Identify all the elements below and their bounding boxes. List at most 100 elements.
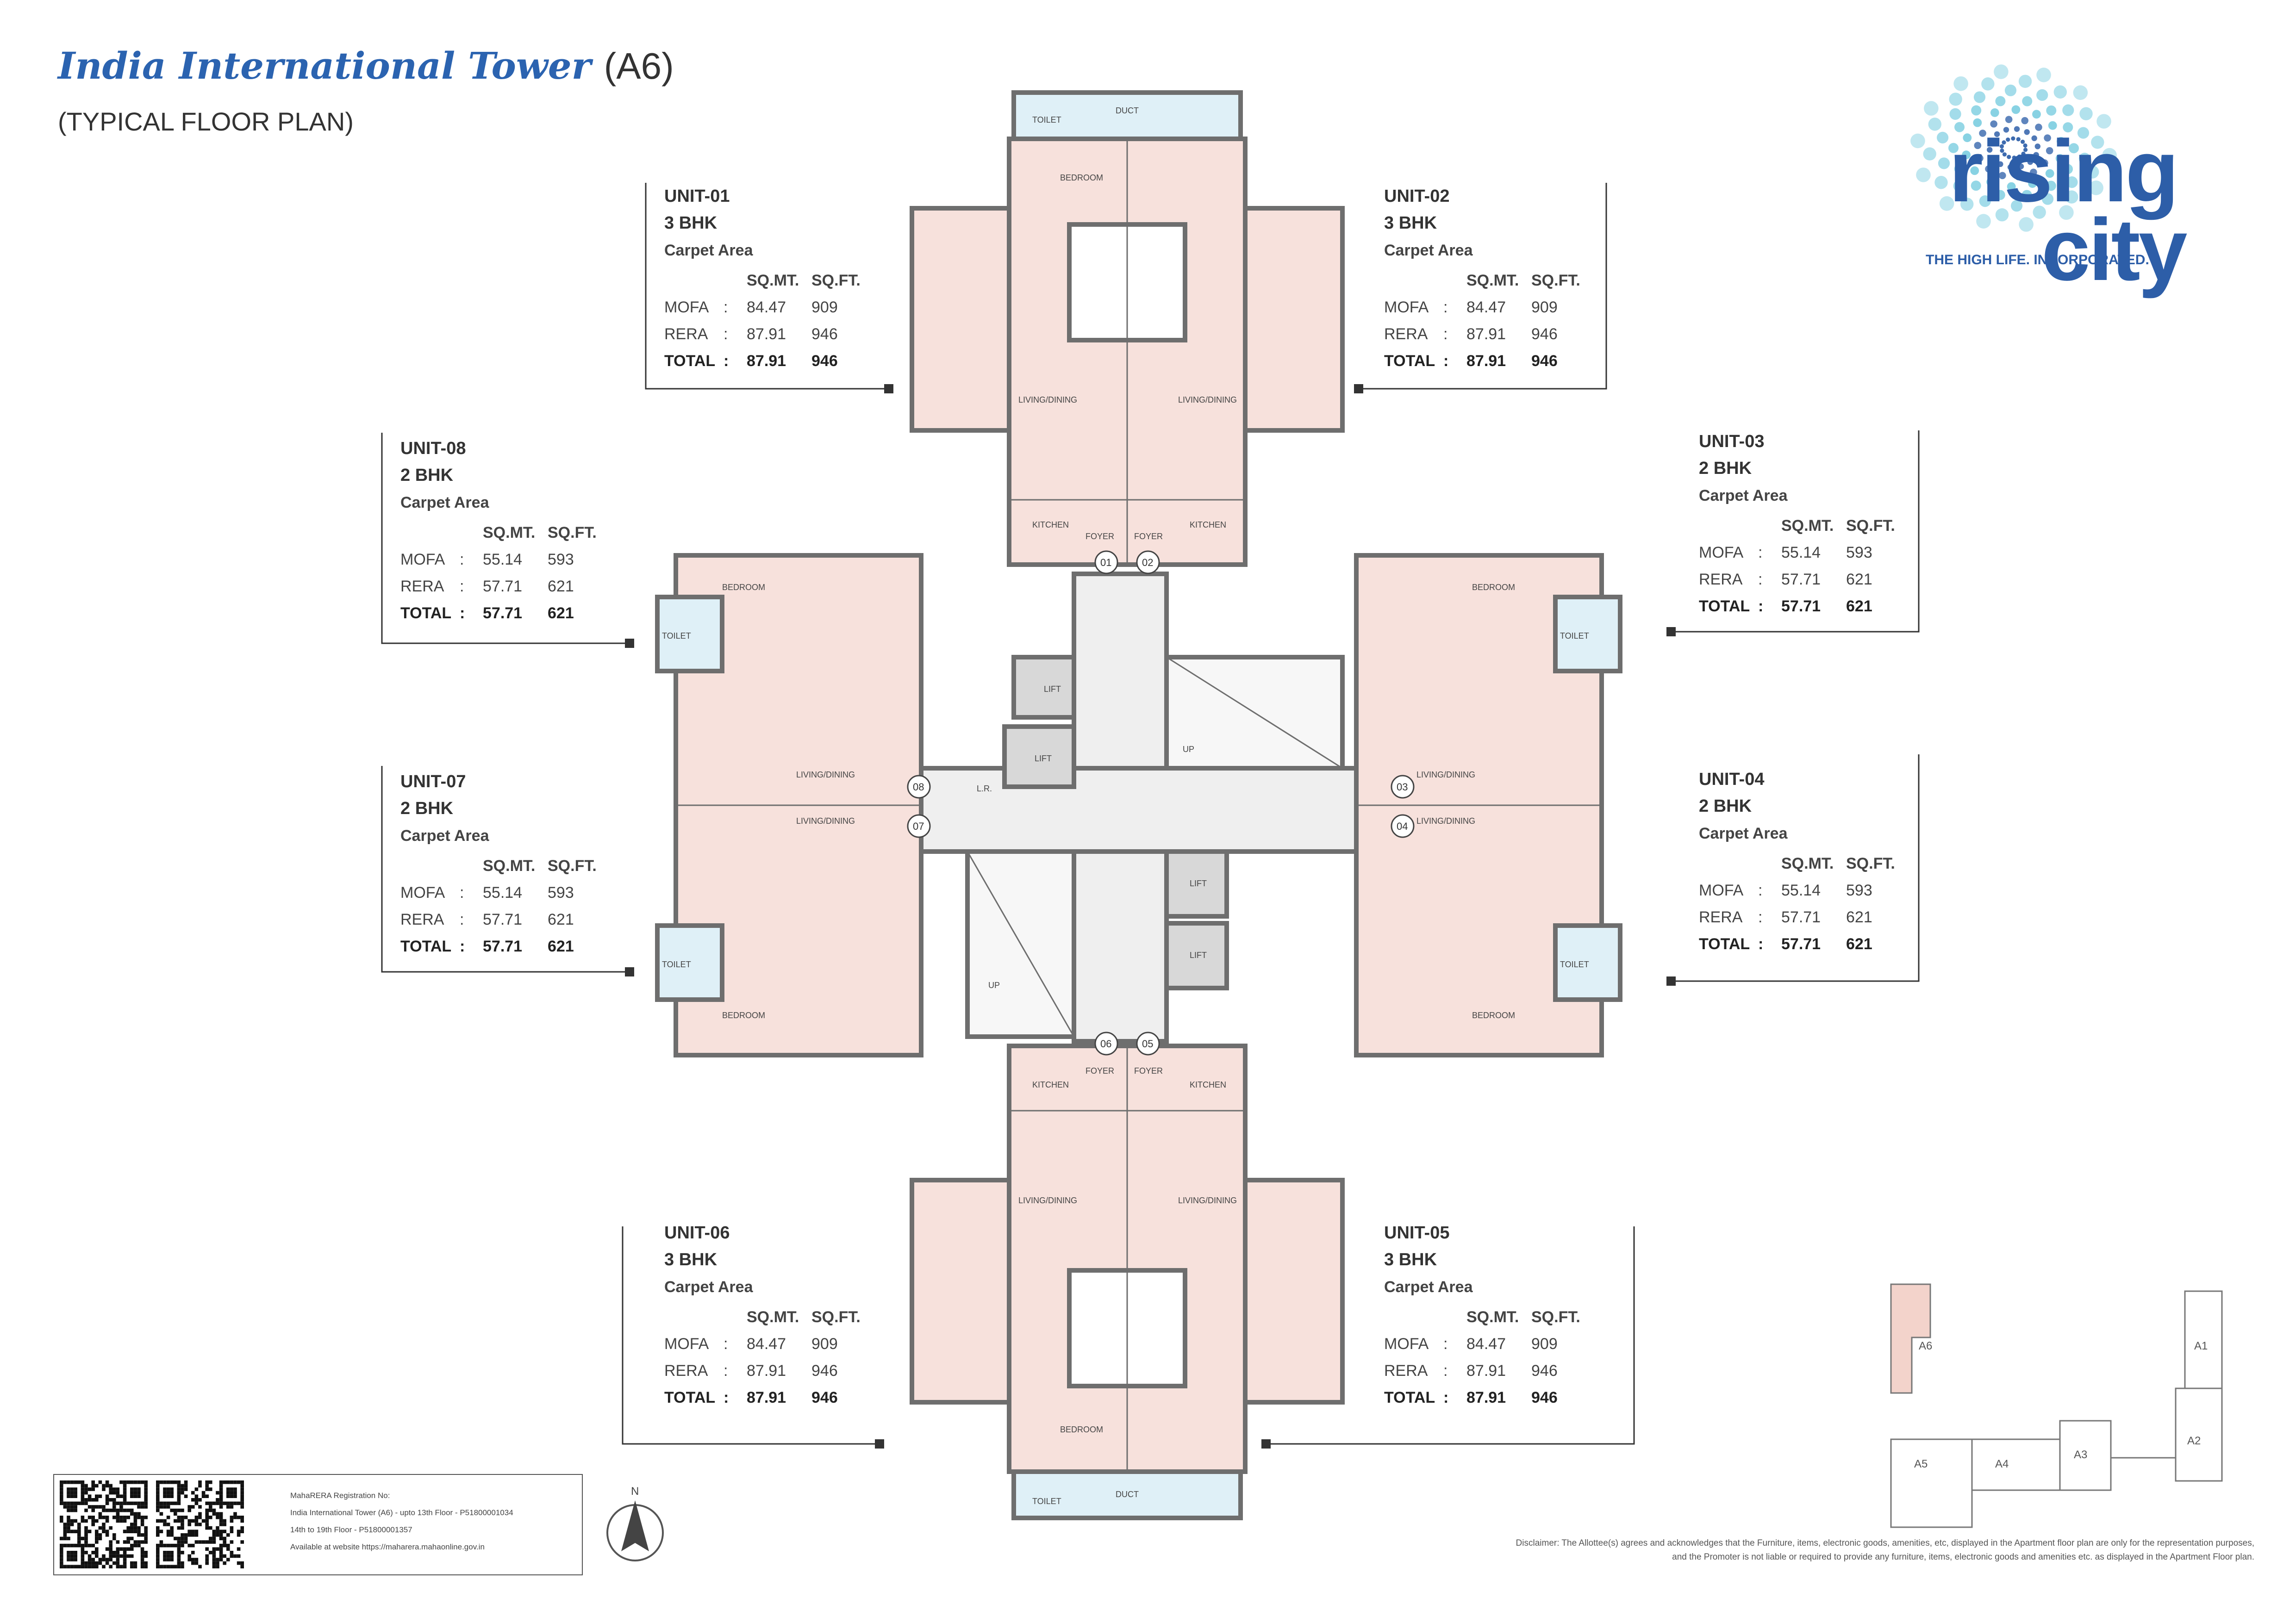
- logo-dot: [1953, 76, 1968, 91]
- logo-dot: [1949, 93, 1962, 106]
- qr-module: [84, 1540, 88, 1544]
- qr-module: [70, 1543, 74, 1548]
- qr-module: [105, 1494, 109, 1498]
- total-label: TOTAL: [1384, 352, 1435, 370]
- logo-dot: [2021, 190, 2032, 200]
- row-label: MOFA: [1699, 543, 1744, 561]
- qr-module: [91, 1484, 95, 1488]
- unit-type: 3 BHK: [664, 1250, 718, 1269]
- lobby-room-label: L.R.: [977, 784, 992, 793]
- total-label: TOTAL: [1699, 935, 1750, 953]
- qr-module: [112, 1498, 116, 1502]
- row-sqmt: 84.47: [747, 1335, 786, 1353]
- qr-module: [74, 1491, 77, 1495]
- carpet-area-label: Carpet Area: [664, 1278, 753, 1296]
- qr-module: [177, 1519, 181, 1523]
- logo-dot: [2046, 147, 2053, 155]
- leader-unit-04: [1671, 754, 1920, 982]
- qr-module: [116, 1558, 120, 1561]
- qr-module: [223, 1540, 226, 1544]
- unit-04-toilet: [1553, 923, 1622, 1002]
- lift-1-label: LIFT: [1044, 684, 1061, 694]
- qr-module: [205, 1501, 209, 1505]
- qr-module: [116, 1519, 120, 1523]
- qr-module: [181, 1516, 184, 1519]
- qr-module: [133, 1491, 137, 1495]
- unit-marker-label: 04: [1397, 821, 1408, 832]
- qr-module: [166, 1501, 170, 1505]
- qr-module: [191, 1505, 195, 1509]
- unit-name: UNIT-01: [664, 187, 730, 206]
- unit-name: UNIT-06: [664, 1223, 730, 1243]
- qr-module: [74, 1551, 77, 1555]
- qr-module: [123, 1554, 127, 1558]
- qr-module: [87, 1561, 92, 1565]
- qr-module: [81, 1498, 85, 1502]
- qr-module: [223, 1543, 226, 1548]
- qr-module: [163, 1494, 167, 1498]
- logo-dot: [1948, 143, 1959, 153]
- qr-module: [237, 1480, 241, 1484]
- qr-module: [84, 1533, 88, 1537]
- col-sqft: SQ.FT.: [548, 857, 597, 875]
- row-sep: :: [1758, 908, 1763, 926]
- qr-module: [63, 1501, 67, 1505]
- lift-2: [1002, 724, 1076, 789]
- qr-module: [70, 1551, 74, 1555]
- qr-module: [205, 1526, 209, 1530]
- qr-module: [240, 1565, 244, 1568]
- qr-module: [194, 1523, 199, 1526]
- qr-module: [87, 1554, 92, 1558]
- lift-2-label: LIFT: [1035, 754, 1052, 763]
- qr-module: [77, 1536, 81, 1541]
- unit-marker-label: 05: [1142, 1038, 1153, 1050]
- qr-code-2-icon[interactable]: [156, 1480, 244, 1568]
- qr-module: [198, 1512, 202, 1516]
- qr-module: [133, 1526, 137, 1530]
- qr-module: [60, 1494, 63, 1498]
- total-sqmt: 57.71: [1781, 597, 1821, 615]
- unit-marker-07: [907, 814, 931, 838]
- qr-module: [212, 1536, 216, 1541]
- qr-code-1-icon[interactable]: [60, 1480, 148, 1568]
- logo-dot: [2018, 163, 2024, 169]
- logo-tagline: THE HIGH LIFE. INCORPORATED.: [1926, 252, 2149, 267]
- logo-dot: [2020, 139, 2025, 144]
- unit-marker-label: 06: [1100, 1038, 1111, 1050]
- qr-module: [230, 1530, 234, 1533]
- qr-module: [216, 1512, 219, 1516]
- qr-module: [170, 1501, 174, 1505]
- qr-module: [198, 1484, 202, 1488]
- qr-module: [84, 1484, 88, 1488]
- qr-module: [133, 1523, 137, 1526]
- qr-module: [133, 1487, 137, 1491]
- qr-module: [105, 1519, 109, 1523]
- registration-website[interactable]: Available at website https://maharera.ma…: [290, 1542, 485, 1551]
- site-label-a6: A6: [1919, 1340, 1933, 1352]
- qr-module: [223, 1530, 226, 1533]
- logo-dot: [2014, 126, 2020, 132]
- logo-dot: [1924, 101, 1939, 116]
- unit-08-bedroom-label: BEDROOM: [722, 583, 765, 592]
- qr-module: [230, 1487, 234, 1491]
- qr-module: [216, 1547, 219, 1551]
- row-sep: :: [1443, 1362, 1448, 1380]
- qr-module: [156, 1501, 160, 1505]
- qr-module: [95, 1533, 99, 1537]
- leader-end-01: [884, 384, 893, 393]
- qr-module: [95, 1536, 99, 1541]
- unit-marker-01: [1094, 550, 1118, 574]
- qr-module: [81, 1484, 85, 1488]
- qr-module: [67, 1519, 70, 1523]
- logo-dot: [1974, 142, 1982, 149]
- qr-module: [70, 1494, 74, 1498]
- qr-module: [205, 1508, 209, 1512]
- qr-module: [191, 1558, 195, 1561]
- total-label: TOTAL: [400, 937, 452, 955]
- qr-module: [70, 1565, 74, 1568]
- qr-module: [105, 1501, 109, 1505]
- qr-module: [194, 1530, 199, 1533]
- registration-box: MahaRERA Registration No: India Internat…: [53, 1474, 583, 1575]
- col-sqft: SQ.FT.: [1846, 854, 1895, 872]
